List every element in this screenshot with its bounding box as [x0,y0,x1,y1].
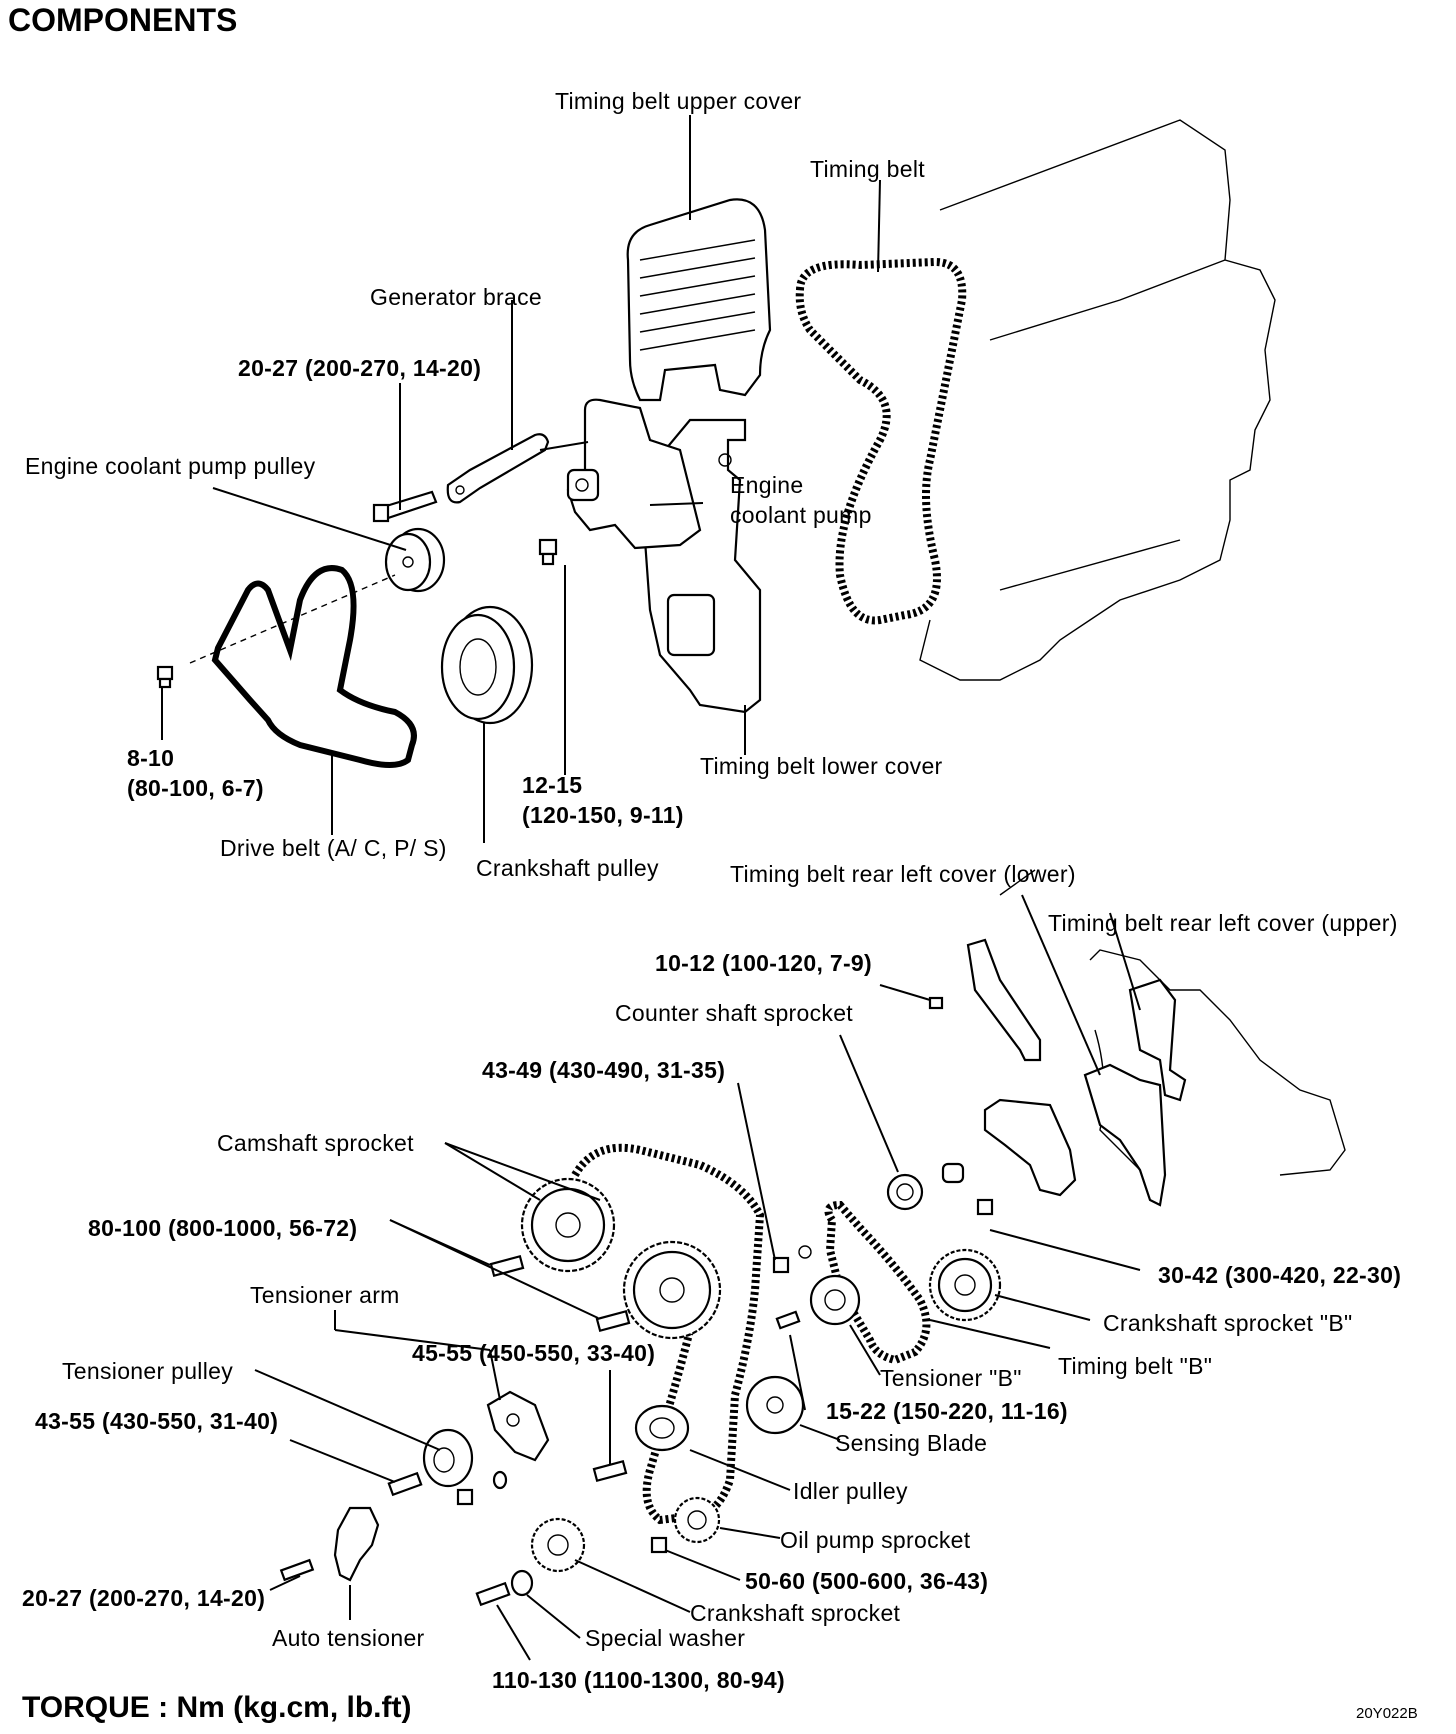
crankshaft-sprocket-part [530,1517,586,1573]
bolt-110-130-part [475,1581,511,1607]
label-torque-8-10: 8-10 [127,745,175,771]
page-title: COMPONENTS [8,2,238,38]
special-washer-part [510,1569,534,1597]
label-rear-left-cover-upper: Timing belt rear left cover (upper) [1048,910,1398,936]
engine-coolant-pump-part [566,398,702,550]
label-timing-belt-lower-cover: Timing belt lower cover [700,753,943,779]
crankshaft-sprocket-b-part [928,1248,1002,1322]
bolt-small-part [456,1488,474,1506]
bolt-50-60-part [650,1536,668,1554]
bolt-8-10-part [156,665,174,689]
bolt-10-12-part [928,996,944,1010]
label-torque-50-60: 50-60 (500-600, 36-43) [745,1568,989,1594]
label-torque-8-10-values: (80-100, 6-7) [127,775,264,801]
label-rear-left-cover-lower: Timing belt rear left cover (lower) [730,861,1076,887]
label-drive-belt: Drive belt (A/ C, P/ S) [220,835,447,861]
timing-belt-upper-cover-part [626,198,772,402]
tensioner-bracket-part [983,1098,1077,1197]
label-timing-belt-b: Timing belt "B" [1058,1353,1213,1379]
generator-brace-part [446,433,550,504]
label-timing-belt: Timing belt [810,156,925,182]
auto-tensioner-part [333,1506,380,1582]
label-oil-pump-sprocket: Oil pump sprocket [780,1527,971,1553]
tensioner-b-part [809,1274,861,1326]
label-torque-80-100: 80-100 (800-1000, 56-72) [88,1215,358,1241]
main-timing-belt-part [571,1143,765,1525]
label-torque-45-55: 45-55 (450-550, 33-40) [412,1340,656,1366]
label-generator-brace: Generator brace [370,284,542,310]
label-idler-pulley: Idler pulley [793,1478,908,1504]
label-auto-tensioner: Auto tensioner [272,1625,425,1651]
camshaft-sprocket-left-part [520,1177,616,1273]
figure-code: 20Y022B [1356,1705,1418,1722]
label-special-washer: Special washer [585,1625,746,1651]
bolt-15-22-part [775,1310,801,1330]
lower-leader-lines [254,894,1141,1661]
camshaft-bolt-a-part [489,1254,525,1278]
label-sensing-blade: Sensing Blade [835,1430,988,1456]
label-torque-10-12: 10-12 (100-120, 7-9) [655,950,872,976]
label-tensioner-b: Tensioner "B" [880,1365,1022,1391]
label-counter-shaft-sprocket: Counter shaft sprocket [615,1000,853,1026]
label-torque-20-27-bottom: 20-27 (200-270, 14-20) [22,1585,266,1611]
label-torque-12-15: 12-15 [522,772,583,798]
crankshaft-pulley-part [440,605,534,725]
label-tensioner-arm: Tensioner arm [250,1282,400,1308]
bolt-20-27-top-part [372,490,438,523]
counter-shaft-sprocket-part [886,1173,924,1211]
timing-belt-b-part [824,1200,931,1365]
camshaft-sprocket-right-part [622,1240,722,1340]
tensioner-pulley-part [422,1428,474,1488]
bolt-20-27-bottom-part [279,1558,315,1582]
label-engine-coolant-pump-line2: coolant pump [730,502,872,528]
bolt-45-55-part [592,1459,628,1483]
engine-block-outline [919,119,1276,681]
oil-pump-sprocket-part [673,1496,721,1544]
torque-unit-note: TORQUE : Nm (kg.cm, lb.ft) [22,1691,412,1724]
drive-belt-part [211,565,417,768]
bolt-12-15-part [538,538,558,566]
bolt-43-55-part [387,1471,423,1497]
washer-small-part [492,1470,508,1490]
label-crankshaft-pulley: Crankshaft pulley [476,855,659,881]
label-torque-43-55: 43-55 (430-550, 31-40) [35,1408,279,1434]
upper-leader-lines [161,115,881,843]
idler-pulley-part [634,1404,690,1452]
label-torque-30-42: 30-42 (300-420, 22-30) [1158,1262,1402,1288]
label-tensioner-pulley: Tensioner pulley [62,1358,234,1384]
spacer-part [941,1162,965,1184]
timing-belt-part [795,257,967,625]
rear-bracket-part [966,938,1042,1062]
label-crankshaft-sprocket: Crankshaft sprocket [690,1600,901,1626]
tensioner-arm-part [486,1390,550,1462]
label-crankshaft-sprocket-b: Crankshaft sprocket "B" [1103,1310,1353,1336]
label-engine-coolant-pump-pulley: Engine coolant pump pulley [25,453,316,479]
camshaft-bolt-b-part [595,1309,631,1333]
label-engine-coolant-pump-line1: Engine [730,472,804,498]
label-timing-belt-upper-cover: Timing belt upper cover [555,88,802,114]
bolt-30-42-part [976,1198,994,1216]
label-torque-110-130: 110-130 (1100-1300, 80-94) [492,1667,785,1693]
rear-left-cover-upper-part [1128,978,1187,1102]
engine-coolant-pump-pulley-part [384,527,446,593]
sensing-blade-part [745,1375,805,1435]
label-torque-43-49: 43-49 (430-490, 31-35) [482,1057,726,1083]
label-torque-20-27-top: 20-27 (200-270, 14-20) [238,355,482,381]
label-torque-12-15-values: (120-150, 9-11) [522,802,684,828]
rear-left-cover-lower-part [1083,1063,1167,1207]
label-torque-15-22: 15-22 (150-220, 11-16) [826,1398,1068,1424]
bolt-43-49-part [772,1245,812,1274]
label-camshaft-sprocket: Camshaft sprocket [217,1130,414,1156]
